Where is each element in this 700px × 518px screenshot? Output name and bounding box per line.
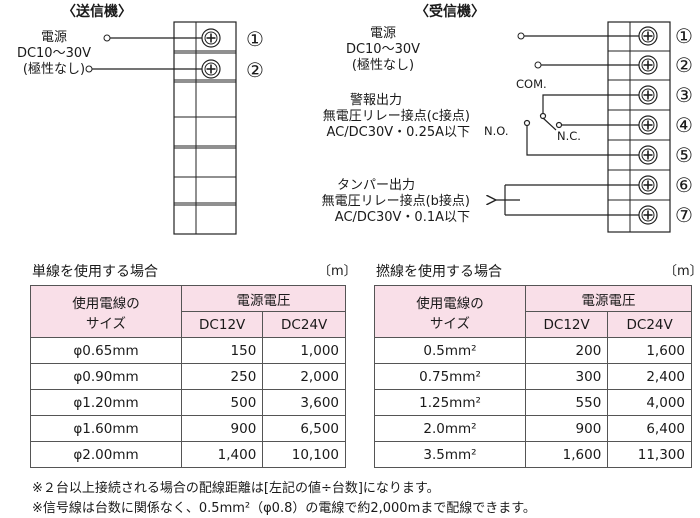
table-row: φ1.60mm 900 6,500 <box>30 415 346 442</box>
single-wire-unit: 〔m〕 <box>318 264 357 279</box>
table-row: 1.25mm² 550 4,000 <box>374 389 692 416</box>
stranded-wire-title: 撚線を使用する場合 <box>376 264 502 280</box>
note-2: ※信号線は台数に関係なく、0.5mm²（φ0.8）の電線で約2,000mまで配線… <box>32 501 536 516</box>
table-row: 2.0mm² 900 6,400 <box>374 415 692 442</box>
stranded-wire-table: 使用電線の サイズ 電源電圧 DC12V DC24V 0.5mm² 200 1,… <box>374 285 692 468</box>
no-label: N.O. <box>484 124 509 138</box>
rx-terminal-7: ⑦ <box>675 203 693 227</box>
rx-terminal-5: ⑤ <box>675 143 693 167</box>
rx-terminal-4: ④ <box>675 113 693 137</box>
single-header-voltage: 電源電圧 <box>181 285 346 312</box>
receiver-power-label: 電源 DC10～30V (極性なし) <box>345 26 421 73</box>
table-row: 0.75mm² 300 2,400 <box>374 363 692 390</box>
single-header-dc12: DC12V <box>180 311 264 338</box>
single-wire-title: 単線を使用する場合 <box>32 264 158 280</box>
single-header-size: 使用電線の サイズ <box>30 285 182 338</box>
receiver-title: 〈受信機〉 <box>415 4 485 20</box>
rx-terminal-6: ⑥ <box>675 173 693 197</box>
stranded-header-size: 使用電線の サイズ <box>374 285 526 338</box>
rx-terminal-1: ① <box>675 24 693 48</box>
stranded-header-dc24: DC24V <box>607 311 692 338</box>
transmitter-title: 〈送信機〉 <box>62 4 132 20</box>
rx-terminal-2: ② <box>675 53 693 77</box>
stranded-wire-unit: 〔m〕 <box>664 264 700 279</box>
table-row: 3.5mm² 1,600 11,300 <box>374 441 692 468</box>
tx-terminal-1: ① <box>246 27 264 51</box>
nc-label: N.C. <box>557 129 581 143</box>
receiver-terminal-block <box>607 21 671 233</box>
single-header-dc24: DC24V <box>262 311 346 338</box>
com-label: COM. <box>516 77 547 91</box>
note-1: ※２台以上接続される場合の配線距離は[左記の値÷台数]になります。 <box>32 481 440 496</box>
table-row: 0.5mm² 200 1,600 <box>374 337 692 364</box>
single-wire-table: 使用電線の サイズ 電源電圧 DC12V DC24V φ0.65mm 150 1… <box>30 285 346 468</box>
tx-terminal-2: ② <box>246 58 264 82</box>
stranded-header-dc12: DC12V <box>524 311 609 338</box>
tamper-relay-contact <box>496 184 639 216</box>
receiver-tamper-label: タンパー出力 無電圧リレー接点(b接点) AC/DC30V・0.1A以下 <box>321 178 470 225</box>
table-row: φ1.20mm 500 3,600 <box>30 389 346 416</box>
table-row: φ2.00mm 1,400 10,100 <box>30 441 346 468</box>
transmitter-terminal-block <box>173 21 237 235</box>
rx-terminal-3: ③ <box>675 83 693 107</box>
transmitter-power-label: 電源 DC10～30V (極性なし) <box>16 30 92 77</box>
alarm-relay-contact <box>523 94 639 156</box>
table-row: φ0.65mm 150 1,000 <box>30 337 346 364</box>
receiver-alarm-label: 警報出力 無電圧リレー接点(c接点) AC/DC30V・0.25A以下 <box>322 93 470 140</box>
stranded-header-voltage: 電源電圧 <box>525 285 692 312</box>
table-row: φ0.90mm 250 2,000 <box>30 363 346 390</box>
